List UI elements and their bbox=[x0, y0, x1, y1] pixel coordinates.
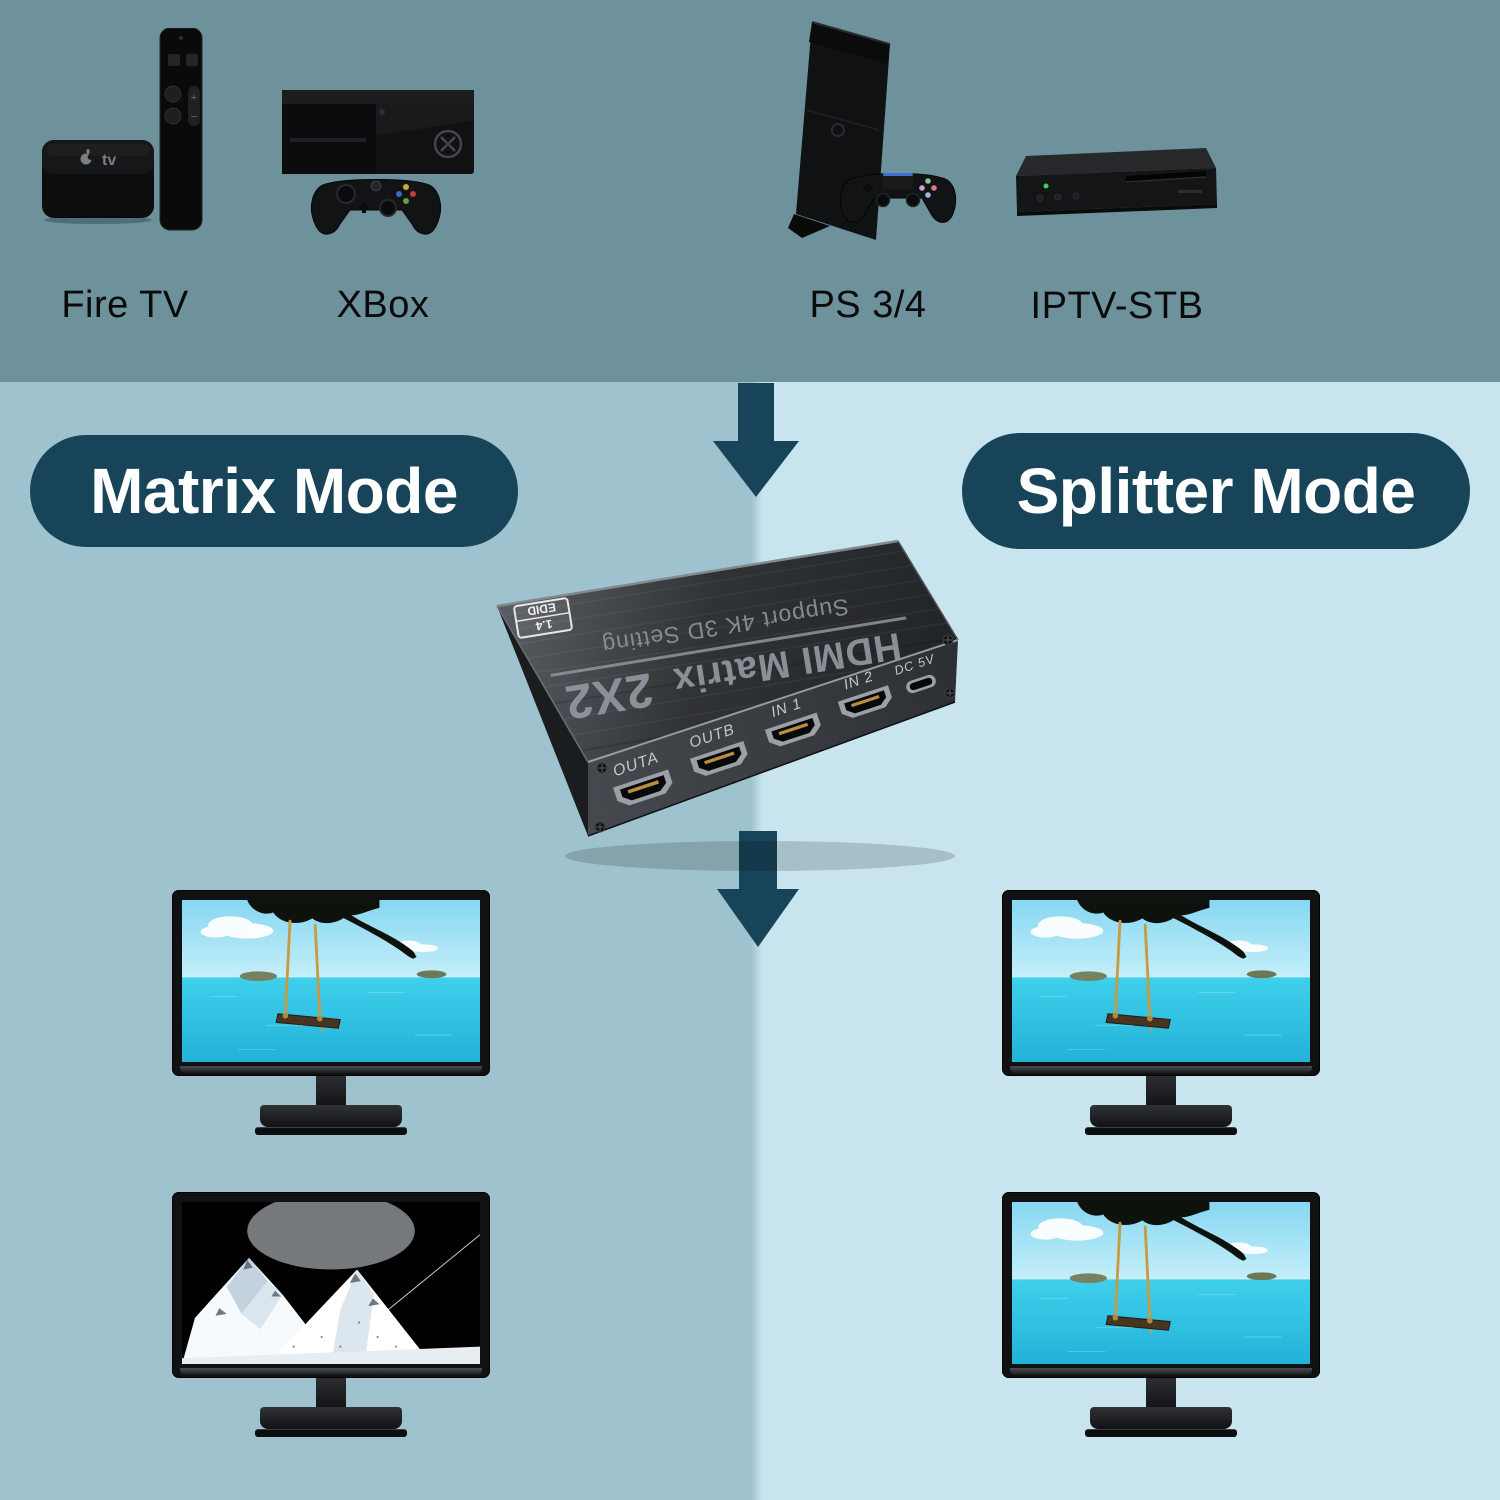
set-top-box-icon bbox=[1016, 148, 1217, 216]
monitor-stand-base bbox=[1090, 1407, 1232, 1429]
beach-wallpaper bbox=[1012, 900, 1310, 1062]
monitor-stand-plate bbox=[255, 1127, 407, 1135]
monitor-stand-neck bbox=[316, 1378, 346, 1407]
source-label-fire-tv: Fire TV bbox=[61, 284, 189, 326]
hdmi-matrix-device: HDMI Matrix 2X2 Support 4K 3D Setting 1.… bbox=[496, 539, 959, 871]
monitor-bezel bbox=[172, 890, 490, 1076]
splitter-mode-label: Splitter Mode bbox=[1016, 455, 1416, 527]
monitor-screen bbox=[1012, 1202, 1310, 1364]
monitor-screen bbox=[182, 1202, 480, 1364]
monitor-screen bbox=[182, 900, 480, 1062]
splitter-mode-badge: Splitter Mode bbox=[962, 433, 1470, 549]
edid-badge-text: EDID bbox=[526, 600, 557, 618]
device-left-face bbox=[497, 606, 588, 836]
monitor-screen bbox=[1012, 900, 1310, 1062]
svg-text:tv: tv bbox=[102, 152, 116, 169]
svg-text:−: − bbox=[191, 111, 197, 123]
xbox-console-icon bbox=[282, 90, 474, 235]
monitor-splitter-top bbox=[1002, 890, 1320, 1136]
edid-badge-version: 1.4 bbox=[534, 617, 553, 634]
monitor-stand-base bbox=[1090, 1105, 1232, 1127]
apple-tv-icon: + − tv bbox=[42, 28, 203, 231]
monitor-stand-base bbox=[260, 1105, 402, 1127]
edid-badge: 1.4 EDID bbox=[513, 597, 573, 639]
monitor-stand-plate bbox=[1085, 1127, 1237, 1135]
down-arrow-device-to-displays bbox=[717, 831, 799, 947]
svg-text:+: + bbox=[191, 92, 197, 104]
top-sources-band bbox=[0, 0, 1500, 385]
monitor-stand-plate bbox=[1085, 1429, 1237, 1437]
monitor-stand-base bbox=[260, 1407, 402, 1429]
mountain-wallpaper bbox=[182, 1202, 480, 1364]
monitor-matrix-top bbox=[172, 890, 490, 1136]
beach-wallpaper bbox=[182, 900, 480, 1062]
monitor-matrix-bottom bbox=[172, 1192, 490, 1438]
beach-wallpaper bbox=[1012, 1202, 1310, 1364]
monitor-bezel bbox=[1002, 1192, 1320, 1378]
playstation-console-icon bbox=[788, 21, 957, 240]
device-screws bbox=[594, 634, 956, 833]
device-top-face bbox=[497, 541, 958, 762]
monitor-bezel bbox=[1002, 890, 1320, 1076]
matrix-mode-badge: Matrix Mode bbox=[30, 435, 518, 547]
monitor-stand-plate bbox=[255, 1429, 407, 1437]
source-label-iptv-stb: IPTV-STB bbox=[1030, 285, 1204, 327]
down-arrow-sources-to-device bbox=[713, 383, 799, 497]
monitor-stand-neck bbox=[316, 1076, 346, 1105]
matrix-mode-label: Matrix Mode bbox=[90, 455, 458, 527]
source-label-xbox: XBox bbox=[336, 284, 430, 326]
hdmi-port-in1: IN 1 bbox=[764, 695, 821, 747]
source-label-ps: PS 3/4 bbox=[809, 284, 927, 326]
monitor-stand-neck bbox=[1146, 1378, 1176, 1407]
monitor-splitter-bottom bbox=[1002, 1192, 1320, 1438]
monitor-bezel bbox=[172, 1192, 490, 1378]
monitor-stand-neck bbox=[1146, 1076, 1176, 1105]
